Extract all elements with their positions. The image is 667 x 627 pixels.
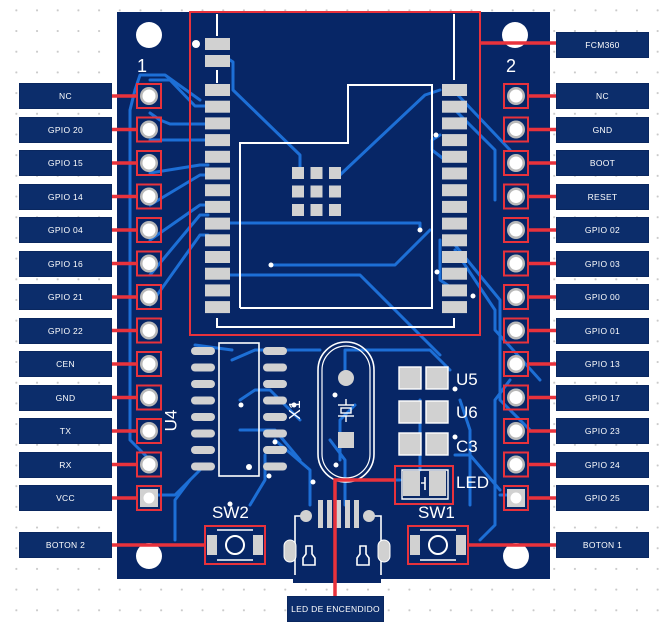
header-pin xyxy=(136,116,162,143)
pin-label: RESET xyxy=(557,184,648,209)
label-boton-2: BOTON 2 xyxy=(20,533,111,557)
sw1-switch xyxy=(407,525,469,565)
pin-label: GPIO 23 xyxy=(557,419,648,443)
label-boton-1: BOTON 1 xyxy=(557,533,648,557)
header-pin xyxy=(503,451,529,478)
pin1-marker xyxy=(192,40,200,48)
header-left-pins xyxy=(136,83,162,511)
pin-label: GPIO 24 xyxy=(557,452,648,477)
header-pin xyxy=(136,250,162,277)
smd-pad-pair xyxy=(398,432,449,456)
silk-sw2: SW2 xyxy=(212,503,249,522)
label-fcm360-module: FCM360 xyxy=(557,33,648,57)
header-pin xyxy=(503,284,529,310)
silk-u6: U6 xyxy=(456,403,478,422)
pin-label: GPIO 21 xyxy=(20,285,111,309)
pin-label: GPIO 20 xyxy=(20,117,111,142)
pin-label: GPIO 14 xyxy=(20,184,111,209)
header-pin xyxy=(136,217,162,243)
mounting-hole xyxy=(136,543,162,569)
silk-u5: U5 xyxy=(456,370,478,389)
pin-label: GPIO 02 xyxy=(557,218,648,242)
silk-c3: C3 xyxy=(456,437,478,456)
pin-label: RX xyxy=(20,452,111,477)
power-led xyxy=(394,465,454,505)
header-pin xyxy=(136,351,162,377)
module-center-pads xyxy=(292,167,341,216)
pin-label: GPIO 16 xyxy=(20,251,111,276)
pin-label: GPIO 13 xyxy=(557,352,648,376)
header-pin xyxy=(136,317,162,344)
module-pads-right xyxy=(442,84,467,314)
smd-components xyxy=(398,366,449,456)
silk-u4: U4 xyxy=(161,409,181,432)
header-pin xyxy=(503,250,529,277)
antenna-keepout-outline xyxy=(239,84,433,309)
vias xyxy=(227,132,476,507)
label-led-de-encendido: LED DE ENCENDIDO xyxy=(288,597,383,621)
pin-label: GND xyxy=(20,385,111,410)
pin-label: GPIO 03 xyxy=(557,251,648,276)
mounting-hole xyxy=(136,22,162,48)
pin-label: GPIO 01 xyxy=(557,318,648,343)
fcm360-module xyxy=(189,11,481,336)
header-pin xyxy=(503,317,529,344)
pin-label: GND xyxy=(557,117,648,142)
x1-crystal xyxy=(317,341,375,483)
pin-label: GPIO 17 xyxy=(557,385,648,410)
silk-x1: X1 xyxy=(286,400,304,420)
module-highlight xyxy=(189,11,481,336)
header-pin xyxy=(136,485,162,511)
pin-label: GPIO 22 xyxy=(20,318,111,343)
header-pin xyxy=(503,150,529,176)
mounting-hole xyxy=(503,543,529,569)
callout-lines xyxy=(111,41,557,597)
silk-led: LED xyxy=(456,473,490,492)
header-pin xyxy=(503,83,529,109)
header-pin xyxy=(136,183,162,210)
header-right-number: 2 xyxy=(506,56,517,76)
smd-pad-pair xyxy=(398,366,449,390)
header-pin xyxy=(503,351,529,377)
header-pin xyxy=(136,418,162,444)
pin-label: NC xyxy=(557,84,648,108)
pin-label: BOOT xyxy=(557,151,648,175)
pin-label: TX xyxy=(20,419,111,443)
pin-label: GPIO 15 xyxy=(20,151,111,175)
header-pin xyxy=(136,384,162,411)
header-pin xyxy=(136,284,162,310)
usb-connector-edge xyxy=(293,575,381,583)
header-pin xyxy=(503,217,529,243)
header-left-number: 1 xyxy=(137,56,148,76)
pin-label: GPIO 04 xyxy=(20,218,111,242)
header-pin xyxy=(503,418,529,444)
header-pin xyxy=(136,150,162,176)
silk-sw1: SW1 xyxy=(418,503,455,522)
header-pin xyxy=(503,116,529,143)
header-right-pins xyxy=(503,83,529,511)
module-pads-left xyxy=(205,38,230,314)
header-pin xyxy=(503,183,529,210)
pin-label: GPIO 25 xyxy=(557,486,648,510)
header-pin xyxy=(136,83,162,109)
pin-label: NC xyxy=(20,84,111,108)
u4-chip xyxy=(191,342,287,477)
pin-label: CEN xyxy=(20,352,111,376)
pin-label: VCC xyxy=(20,486,111,510)
header-pin xyxy=(136,451,162,478)
usb-connector xyxy=(283,500,391,575)
header-pin xyxy=(503,485,529,511)
sw2-switch xyxy=(204,525,266,565)
smd-pad-pair xyxy=(398,400,449,424)
pin-label: GPIO 00 xyxy=(557,285,648,309)
